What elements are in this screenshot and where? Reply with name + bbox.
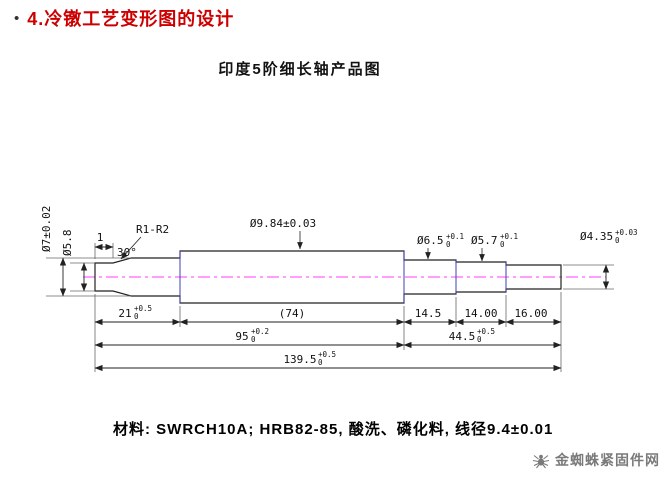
dim-label: Ø5.8 (61, 230, 74, 257)
page-title: 4.冷镦工艺变形图的设计 (27, 9, 235, 29)
dim-label: 30° (117, 246, 137, 259)
dim-diameter-5-7: Ø5.7 +0.1 0 (471, 232, 518, 262)
dim-tol-upper: +0.1 (446, 232, 464, 241)
dim-length-14-5: 14.5 (403, 307, 457, 326)
dim-label: 139.5 (283, 353, 316, 366)
dim-label: 16.00 (514, 307, 547, 320)
material-note: 材料: SWRCH10A; HRB82-85, 酸洗、磷化料, 线径9.4±0.… (113, 421, 554, 438)
label-tip-radius: R1-R2 (120, 223, 169, 260)
dim-label: 1 (97, 231, 104, 244)
dim-length-74: (74) (179, 307, 405, 326)
dim-label: Ø7±0.02 (40, 206, 53, 252)
dim-length-44-5: 44.5 +0.5 0 (403, 327, 562, 349)
dim-diameter-4-35: Ø4.35 +0.03 0 (563, 228, 638, 290)
dim-length-14: 14.00 (455, 307, 507, 326)
dim-label: 14.00 (464, 307, 497, 320)
dim-diameter-5-8: Ø5.8 (61, 230, 95, 292)
dim-tol-upper: +0.5 (318, 350, 336, 359)
dim-tol-lower: 0 (134, 312, 139, 321)
spider-icon (532, 454, 550, 468)
dim-tip-length: 1 (94, 231, 114, 259)
dim-label: Ø4.35 (580, 230, 613, 243)
dim-label: 14.5 (415, 307, 442, 320)
dim-tol-lower: 0 (615, 236, 620, 245)
dim-diameter-9-84: Ø9.84±0.03 (250, 217, 316, 250)
dim-label: 44.5 (449, 330, 476, 343)
dim-length-21: 21 +0.5 0 (94, 304, 181, 326)
dim-label: Ø6.5 (417, 234, 444, 247)
dim-tol-upper: +0.2 (251, 327, 269, 336)
dim-label: 95 (235, 330, 248, 343)
watermark: 金蜘蛛紧固件网 (531, 450, 660, 470)
watermark-text: 金蜘蛛紧固件网 (555, 452, 660, 468)
dim-length-95: 95 +0.2 0 (94, 327, 405, 349)
drawing-title: 印度5阶细长轴产品图 (218, 61, 382, 78)
dim-diameter-6-5: Ø6.5 +0.1 0 (417, 232, 464, 260)
dim-label: Ø5.7 (471, 234, 498, 247)
dim-label: R1-R2 (136, 223, 169, 236)
dim-tol-upper: +0.5 (477, 327, 495, 336)
dim-tol-upper: +0.1 (500, 232, 518, 241)
dim-tol-upper: +0.5 (134, 304, 152, 313)
dim-length-16: 16.00 (505, 307, 562, 326)
dim-label: 21 (118, 307, 131, 320)
dim-label: (74) (279, 307, 306, 320)
slide-header: • 4.冷镦工艺变形图的设计 (14, 8, 234, 30)
dim-tol-lower: 0 (500, 240, 505, 249)
label-tip-angle: 30° (117, 246, 137, 259)
dim-tol-lower: 0 (446, 240, 451, 249)
bullet: • (14, 10, 20, 27)
dim-tol-lower: 0 (318, 358, 323, 367)
dim-length-139-5: 139.5 +0.5 0 (94, 350, 562, 372)
dim-diameter-7: Ø7±0.02 (40, 206, 131, 297)
dim-tol-upper: +0.03 (615, 228, 638, 237)
dim-tol-lower: 0 (477, 335, 482, 344)
dim-tol-lower: 0 (251, 335, 256, 344)
dim-label: Ø9.84±0.03 (250, 217, 316, 230)
leader-line (120, 236, 142, 260)
